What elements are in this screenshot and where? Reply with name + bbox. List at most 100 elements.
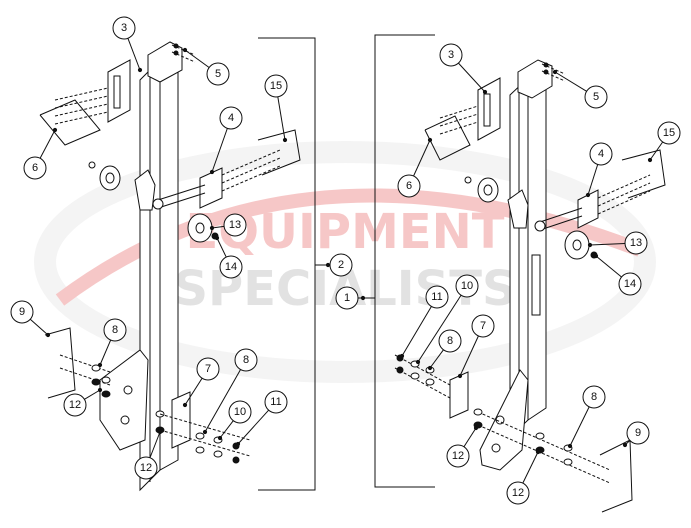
- callout-left-0: 3: [112, 16, 143, 73]
- callout-circle: [234, 348, 258, 372]
- callout-circle: [264, 390, 288, 414]
- right-bolts-6: [424, 105, 479, 161]
- callout-number: 8: [591, 391, 597, 403]
- left-bolts-15: [221, 129, 301, 192]
- callout-right-13: 9: [622, 421, 650, 448]
- callout-leader: [237, 409, 269, 445]
- right-assembly: [363, 34, 666, 513]
- callout-right-4: 6: [397, 137, 433, 198]
- callout-leader-tip: [235, 441, 241, 447]
- callout-number: 8: [447, 335, 453, 347]
- callout-leader-tip: [97, 362, 103, 368]
- callout-leader-tip: [282, 137, 288, 143]
- callout-leader-tip: [427, 137, 433, 143]
- callout-left-7: 2: [325, 253, 353, 277]
- callout-number: 13: [630, 237, 642, 249]
- left-hardware-lower: [155, 410, 251, 464]
- callout-number: 7: [480, 320, 486, 332]
- callout-leader-tip: [137, 67, 143, 73]
- callout-right-7: 1: [335, 286, 366, 310]
- callout-right-14: 12: [446, 425, 479, 468]
- callout-circle: [439, 43, 463, 67]
- callout-right-11: 7: [457, 314, 495, 379]
- callout-right-8: 11: [399, 285, 449, 359]
- callout-left-8: 9: [10, 300, 51, 338]
- callout-number: 14: [225, 261, 237, 273]
- callout-number: 11: [431, 291, 442, 303]
- callout-leader-tip: [399, 353, 405, 359]
- callout-number: 3: [121, 22, 127, 34]
- callout-leader: [219, 420, 234, 439]
- callout-right-3: 15: [647, 121, 681, 163]
- callout-number: 15: [663, 127, 675, 139]
- callout-leader: [184, 378, 203, 406]
- right-top-plate: [517, 59, 553, 99]
- callout-leader-tip: [157, 429, 163, 435]
- callout-circle: [196, 357, 220, 381]
- callout-leader-tip: [593, 253, 599, 259]
- callout-circle: [335, 286, 359, 310]
- callout-circle: [112, 16, 136, 40]
- right-hardware-lower: [473, 408, 633, 513]
- callout-circle: [438, 329, 462, 353]
- callout-leader: [458, 62, 486, 93]
- callout-leader-tip: [567, 443, 573, 449]
- callout-leader: [277, 96, 286, 141]
- callout-leader-tip: [482, 89, 488, 95]
- callout-leader-tip: [97, 387, 103, 393]
- callout-number: 6: [406, 180, 412, 192]
- callout-number: 4: [598, 148, 604, 160]
- callout-left-3: 4: [209, 106, 243, 175]
- callout-leader-tip: [209, 225, 215, 231]
- right-group-bracket: [374, 34, 435, 488]
- callout-circle: [455, 274, 479, 298]
- callout-number: 1: [344, 292, 350, 304]
- callout-circle: [624, 231, 648, 255]
- callout-leader: [463, 427, 477, 448]
- callout-leader: [569, 406, 590, 447]
- callout-right-2: 4: [585, 142, 613, 198]
- left-hardware-left: [44, 327, 111, 399]
- right-bolts-15: [597, 149, 666, 215]
- left-shaft: [157, 184, 206, 201]
- callout-leader: [211, 128, 228, 173]
- callout-circle: [618, 272, 642, 296]
- callout-leader: [204, 369, 241, 433]
- callout-left-11: 8: [202, 348, 258, 435]
- callout-leader: [39, 129, 56, 159]
- callout-leader: [99, 339, 112, 366]
- callout-number: 2: [338, 259, 344, 271]
- callout-leader-tip: [622, 442, 628, 448]
- right-upright-side: [527, 67, 547, 421]
- callout-right-15: 12: [506, 449, 541, 505]
- right-plate-4: [577, 189, 599, 229]
- callout-leader-tip: [473, 425, 479, 431]
- callout-leader: [459, 335, 479, 377]
- callout-number: 14: [624, 278, 636, 290]
- callout-number: 6: [32, 162, 38, 174]
- callout-leader-tip: [217, 435, 223, 441]
- callout-right-0: 3: [439, 43, 488, 95]
- callout-leader: [84, 389, 101, 400]
- callout-leader: [184, 49, 210, 68]
- callout-circle: [23, 156, 47, 180]
- callout-leader: [417, 294, 462, 363]
- left-group-bracket: [258, 37, 316, 491]
- callout-circle: [425, 285, 449, 309]
- callout-number: 3: [448, 49, 454, 61]
- callout-number: 10: [234, 406, 246, 418]
- callout-leader: [149, 431, 161, 458]
- callout-circle: [582, 385, 606, 409]
- callout-leader-tip: [209, 169, 215, 175]
- callout-leader-tip: [360, 295, 366, 301]
- callout-leader: [401, 306, 432, 357]
- callout-right-9: 10: [415, 274, 479, 365]
- left-bracket-slot: [113, 75, 121, 109]
- left-top-plate: [147, 41, 183, 83]
- callout-circle: [219, 255, 243, 279]
- callout-number: 15: [270, 80, 282, 92]
- callout-number: 8: [243, 354, 249, 366]
- callout-number: 5: [215, 68, 221, 80]
- left-plate-4: [199, 167, 223, 209]
